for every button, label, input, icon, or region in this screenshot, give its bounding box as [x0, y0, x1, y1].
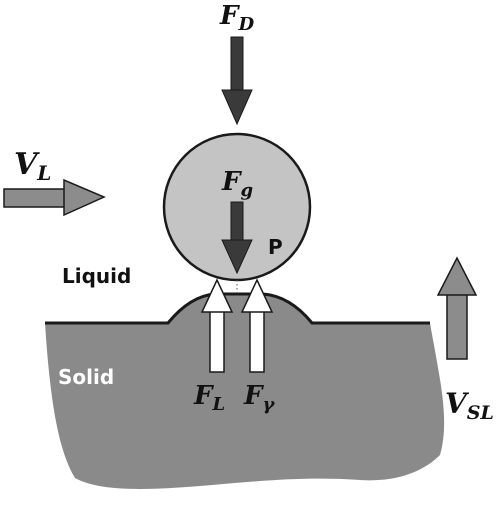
gravity-force-arrow — [221, 201, 253, 275]
drag-force-arrow — [221, 36, 253, 126]
interface-line — [45, 292, 430, 325]
lift-force-arrow — [200, 278, 234, 373]
surface-force-arrow — [240, 278, 274, 373]
gravity-force-label: Fg — [221, 167, 253, 201]
solid-label: Solid — [58, 365, 114, 389]
liquid-velocity-arrow — [3, 178, 106, 217]
liquid-velocity-label: VL — [14, 147, 51, 185]
drag-force-label: FD — [219, 1, 254, 35]
solid-region — [45, 294, 445, 489]
solid-liquid-velocity-arrow — [436, 256, 478, 360]
lift-force-label: FL — [193, 381, 225, 415]
particle-label: P — [268, 235, 283, 259]
solid-liquid-velocity-label: VSL — [445, 387, 494, 424]
surface-force-label: Fγ — [243, 381, 275, 415]
liquid-label: Liquid — [62, 264, 131, 288]
